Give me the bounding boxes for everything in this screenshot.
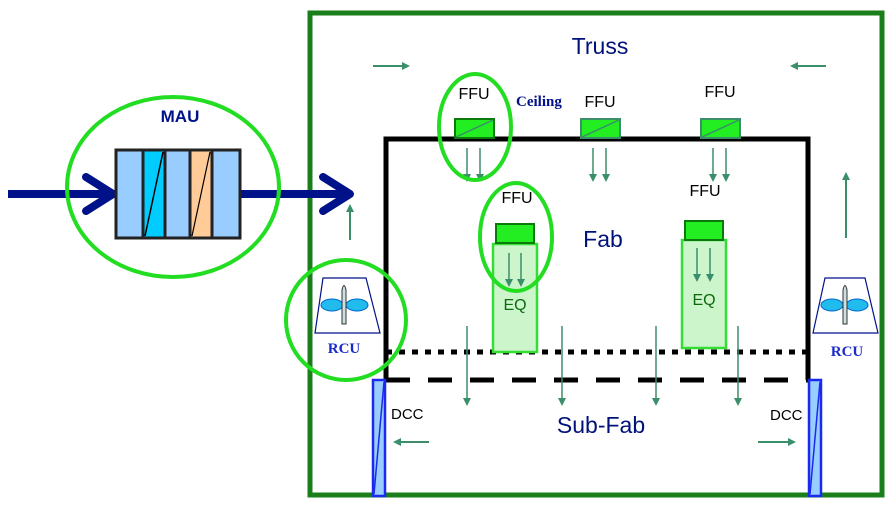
dcc-right-label: DCC <box>770 407 803 424</box>
equipment-ffu-highlight-circle <box>478 181 554 293</box>
fab-label: Fab <box>583 226 623 252</box>
mau-highlight-circle <box>65 95 281 279</box>
svg-text:FFU: FFU <box>501 190 532 207</box>
ceiling-ffu-3: FFU <box>700 84 741 182</box>
fab-walls <box>383 136 811 380</box>
svg-text:RCU: RCU <box>831 344 864 360</box>
facility-frame <box>307 10 885 498</box>
svg-text:FFU: FFU <box>584 94 615 111</box>
ceiling-ffu-1: FFU <box>454 86 495 182</box>
dcc-right <box>807 378 823 498</box>
rcu-right: RCU <box>812 277 879 360</box>
mau-unit <box>114 148 242 240</box>
svg-text:FFU: FFU <box>458 86 489 103</box>
svg-text:EQ: EQ <box>692 292 715 309</box>
floor-downflow-arrows <box>463 326 742 406</box>
dcc-left-label: DCC <box>391 406 424 423</box>
ceiling-ffu-2: FFU <box>580 94 621 182</box>
mau-label: MAU <box>161 107 200 126</box>
svg-text:RCU: RCU <box>328 341 361 357</box>
rcu-highlight-circle <box>284 258 408 382</box>
svg-text:FFU: FFU <box>704 84 735 101</box>
subfab-label: Sub-Fab <box>557 412 645 438</box>
svg-text:FFU: FFU <box>689 183 720 200</box>
svg-text:EQ: EQ <box>503 297 526 314</box>
equipment-1: FFU EQ <box>491 190 539 354</box>
rcu-left: RCU <box>314 277 381 357</box>
truss-label: Truss <box>572 33 629 59</box>
ceiling-label: Ceiling <box>516 94 562 110</box>
equipment-2: FFU EQ <box>680 183 728 350</box>
ceiling-ffu-highlight-circle <box>437 72 513 182</box>
dcc-left <box>371 378 387 498</box>
